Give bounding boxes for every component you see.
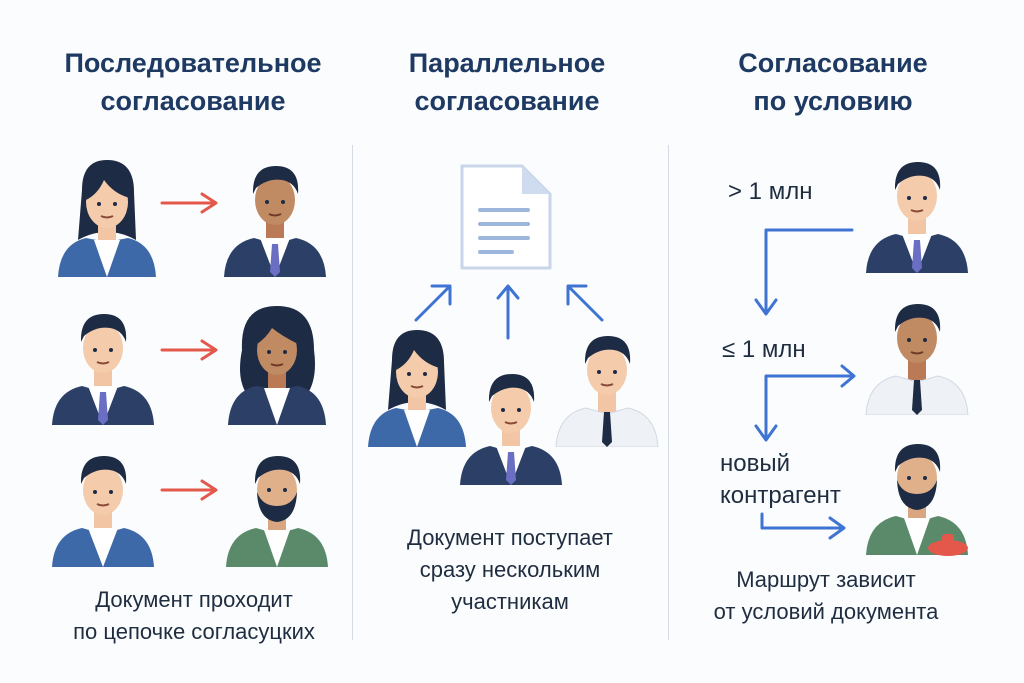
- divider-2: [668, 145, 669, 640]
- avatar-man-1: [220, 152, 330, 277]
- caption-conditional: Маршрут зависит от условий документа: [713, 567, 939, 624]
- arrow-right-red-2: [160, 338, 220, 362]
- avatar-man-6: [862, 148, 972, 273]
- caption-sequential: Документ проходит по цепочке согласуцких: [73, 587, 315, 644]
- arrow-up-blue: [494, 282, 522, 342]
- title-conditional: Согласование по условию: [738, 48, 928, 116]
- avatar-woman-1: [52, 152, 162, 277]
- arrow-right-red-3: [160, 478, 220, 502]
- avatar-man-4: [456, 360, 566, 485]
- avatar-man-3: [48, 442, 158, 567]
- arrow-right-red-1: [160, 191, 220, 215]
- avatar-man-7: [862, 290, 972, 415]
- title-sequential: Последовательное согласование: [64, 48, 322, 116]
- avatar-woman-2: [222, 300, 332, 425]
- avatar-man-5: [552, 322, 662, 447]
- divider-1: [352, 145, 353, 640]
- caption-parallel: Документ поступает сразу нескольким учас…: [407, 525, 613, 614]
- arrow-branch-blue-1: [748, 222, 858, 322]
- condition-gt-1m: > 1 млн: [728, 178, 813, 205]
- condition-le-1m: ≤ 1 млн: [722, 336, 806, 363]
- avatar-man-2: [48, 300, 158, 425]
- arrow-up-right-blue: [410, 280, 456, 326]
- arrow-right-blue: [756, 510, 852, 544]
- condition-new-counterparty: новый контрагент: [720, 450, 841, 509]
- arrow-up-left-blue: [562, 280, 608, 326]
- avatar-bearded-man-1: [222, 442, 332, 567]
- title-parallel: Параллельное согласование: [408, 48, 606, 116]
- arrow-branch-blue-2: [748, 362, 860, 446]
- stamp-icon: [926, 532, 970, 556]
- document-icon: [458, 162, 554, 272]
